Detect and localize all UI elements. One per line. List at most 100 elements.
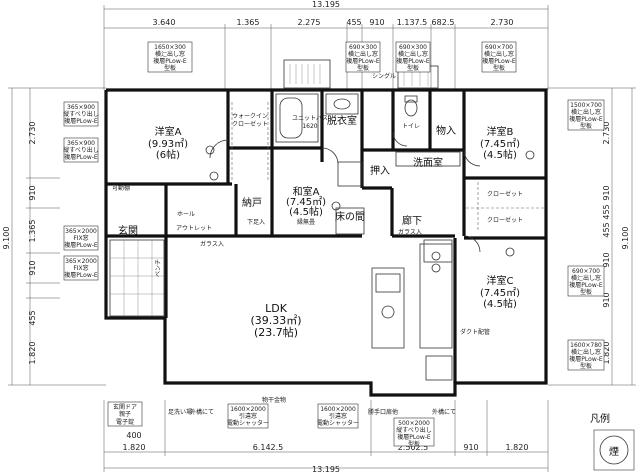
svg-text:690×300: 690×300 [349,44,377,51]
window-label-w5: 365×900 縦すべり出し 複層PLow-E [63,101,99,127]
svg-text:365×2000: 365×2000 [65,228,97,235]
right-total-dim: 9.100 [621,227,630,250]
window-label-w12: 1600×2000 引違窓 電動シャッター [227,403,269,429]
svg-text:(9.93㎡): (9.93㎡) [148,138,188,150]
top-dim-7: 682.5 [432,18,455,27]
svg-text:365×2000: 365×2000 [65,258,97,265]
fixtures [109,59,544,381]
svg-text:(7.45㎡): (7.45㎡) [480,287,520,299]
svg-text:横辷出し窓: 横辷出し窓 [484,50,514,58]
svg-text:500×2000: 500×2000 [398,420,430,427]
outlet-label: アウトレット [176,224,212,232]
window-label-w6: 365×900 縦すべり出し 複層PLow-E [63,137,99,163]
top-dim-2: 1.365 [237,18,260,27]
right-dim-1: 2.730 [602,122,611,145]
svg-text:(7.45㎡): (7.45㎡) [286,196,326,208]
svg-text:複層PLow-E: 複層PLow-E [64,117,98,125]
pipe-label: ダクト配管 [460,328,490,336]
svg-text:洋室B: 洋室B [487,125,514,138]
bottom-dimensions: 1.820 6.142.5 2.502.5 910 1.820 13.195 4… [103,400,549,474]
room-unit-bath: ユニットバス 1620 [292,115,328,130]
svg-text:クローゼット: クローゼット [232,120,268,128]
svg-text:LDK: LDK [265,302,288,315]
room-genkan: 玄関 [118,224,138,237]
window-label-w4: 690×700 横辷出し窓 複層PLow-E 型板 [481,41,517,73]
right-dimensions: 9.100 2.730 910 455 455 910 910 1.820 [548,87,636,386]
top-dim-1: 3.640 [153,18,176,27]
left-total-dim: 9.100 [2,227,11,250]
svg-text:1650×300: 1650×300 [154,44,186,51]
svg-text:洋室A: 洋室A [155,125,182,138]
svg-text:複層PLow-E: 複層PLow-E [64,271,98,279]
svg-text:縦すべり出し: 縦すべり出し [63,110,99,118]
svg-text:ウォークイン: ウォークイン [232,112,268,120]
window-label-w1: 1650×300 横辷出し窓 複層PLow-E 型板 [147,41,193,73]
bottom-small-dim: 400 [126,431,141,440]
room-storage: 物入 [436,124,456,137]
svg-text:複層PLow-E: 複層PLow-E [569,355,603,363]
left-dim-1: 2.730 [28,122,37,145]
svg-text:型板: 型板 [580,362,592,370]
svg-text:型板: 型板 [164,64,176,72]
room-bedroom-c: 洋室C (7.45㎡) (4.5帖) [480,274,520,310]
svg-text:横辷出し窓: 横辷出し窓 [155,50,185,58]
svg-text:ユニットバス: ユニットバス [292,115,328,122]
svg-text:複層PLow-E: 複層PLow-E [64,241,98,249]
svg-text:横辷出し窓: 横辷出し窓 [398,50,428,58]
room-walkin-closet: ウォークイン クローゼット [232,112,268,128]
svg-text:型板: 型板 [357,64,369,72]
svg-text:(4.5帖): (4.5帖) [483,297,517,310]
svg-text:横辷出し窓: 横辷出し窓 [348,50,378,58]
bottom-dim-3: 2.502.5 [398,443,429,452]
svg-text:横辷出し窓: 横辷出し窓 [571,274,601,282]
window-label-w3: 690×300 横辷出し窓 複層PLow-E 型板 [395,41,431,73]
top-dim-6: 1.137.5 [397,18,428,27]
window-label-w11: 1600×780 横辷出し窓 複層PLow-E 型板 [567,339,605,371]
svg-text:複層PLow-E: 複層PLow-E [569,115,603,123]
svg-text:縁無畳: 縁無畳 [297,218,315,226]
svg-text:1600×780: 1600×780 [570,342,602,349]
room-bedroom-b: 洋室B (7.45㎡) (4.5帖) [480,125,520,161]
svg-text:電動シャッター: 電動シャッター [317,419,359,427]
svg-text:複層PLow-E: 複層PLow-E [64,153,98,161]
svg-text:(4.5帖): (4.5帖) [289,205,323,218]
svg-text:複層PLow-E: 複層PLow-E [569,281,603,289]
room-hall: ホール [177,211,195,218]
right-dim-3: 455 [602,204,611,219]
right-dim-7: 1.820 [602,342,611,365]
top-dimensions: 13.195 3.640 1.365 2.275 455 910 1.137.5… [103,0,549,90]
svg-text:690×300: 690×300 [399,44,427,51]
room-closet-1: クローゼット [487,190,523,198]
room-corridor: 廊下 [402,214,422,227]
left-dim-3: 1.365 [28,220,37,243]
svg-text:電子錠: 電子錠 [116,418,134,426]
svg-text:複層PLow-E: 複層PLow-E [482,57,516,65]
legend-title: 凡例 [590,412,610,425]
fence-label: 物干金物 [262,396,286,404]
window-label-w13: 1600×2000 引違窓 電動シャッター [317,403,359,429]
room-bedroom-a: 洋室A (9.93㎡) (6帖) [148,125,188,161]
window-label-w14: 500×2000 縦すべり出し 複層PLow-E 型板 [393,417,435,448]
svg-text:690×700: 690×700 [572,268,600,275]
room-closet-2: クローゼット [487,216,523,224]
right-dim-5: 910 [602,252,611,267]
svg-text:1600×2000: 1600×2000 [230,406,266,413]
svg-text:FIX窓: FIX窓 [73,264,88,272]
top-dim-5: 910 [369,18,384,27]
left-dim-4: 910 [28,260,37,275]
right-dim-2: 910 [602,185,611,200]
room-dressing: 脱衣室 [327,114,357,127]
legend: 凡例 煙 [590,412,635,471]
left-dimensions: 9.100 2.730 910 1.365 910 455 1.820 [2,87,106,386]
room-ldk: LDK (39.33㎡) (23.7帖) [250,302,301,339]
room-nando: 納戸 [242,196,262,209]
top-dim-8: 2.730 [491,18,514,27]
outside-tap-label: 外構にて [190,408,214,416]
step-label: 足洗い場 [168,408,192,416]
shoes-label: 下足入 [247,219,265,226]
room-japanese-a: 和室A (7.45㎡) (4.5帖) 縁無畳 [286,185,326,226]
smoke-detector-icon: 煙 [609,446,619,458]
svg-text:(39.33㎡): (39.33㎡) [250,314,301,327]
glass-door-1: ガラス入 [200,240,224,248]
